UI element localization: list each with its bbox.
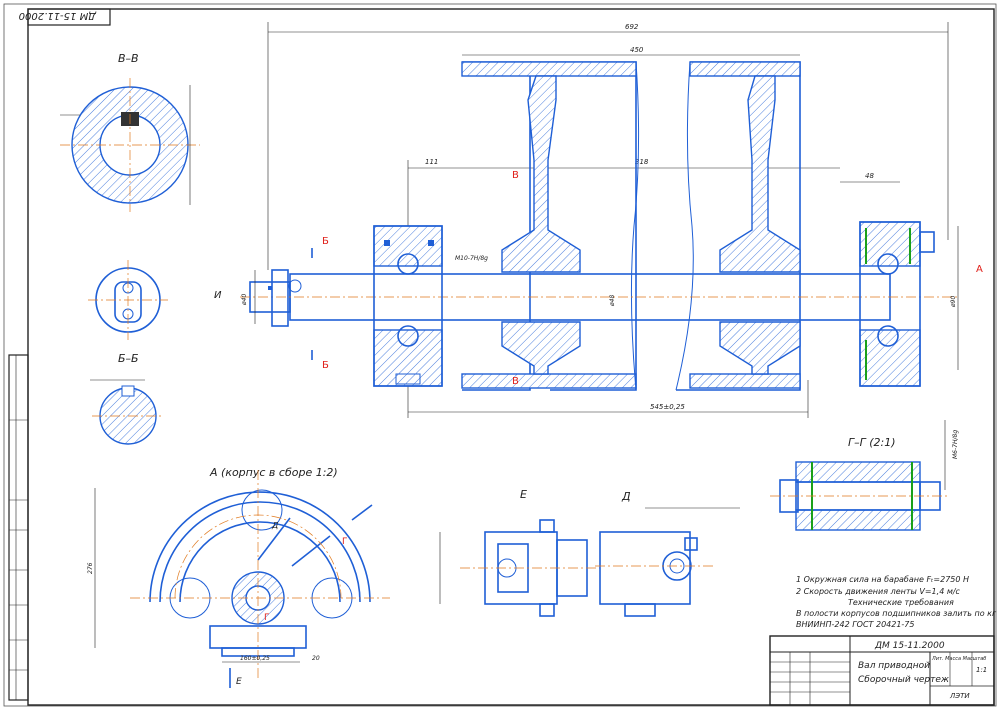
svg-text:Сборочный чертеж: Сборочный чертеж bbox=[858, 675, 950, 685]
notes: 1 Окружная сила на барабане Fₜ=2750 Н 2 … bbox=[796, 575, 997, 629]
view-d: Д bbox=[595, 490, 740, 617]
svg-text:В–В: В–В bbox=[118, 52, 139, 65]
svg-text:ЛЭТИ: ЛЭТИ bbox=[949, 692, 970, 700]
view-a: А (корпус в сборе 1:2) 276 160±0,25 20 Г… bbox=[87, 466, 390, 688]
svg-text:Д: Д bbox=[271, 521, 278, 530]
top-stamp: ДМ 15-11.2000 bbox=[19, 8, 111, 26]
svg-text:Вал приводной: Вал приводной bbox=[858, 661, 930, 671]
svg-text:В: В bbox=[512, 376, 519, 387]
svg-text:Е: Е bbox=[520, 488, 527, 501]
svg-text:ДМ 15-11.2000: ДМ 15-11.2000 bbox=[19, 10, 97, 21]
svg-text:Е: Е bbox=[236, 677, 242, 687]
svg-text:2 Скорость движения ленты V=: 2 Скорость движения ленты V=1,4 м/с bbox=[796, 587, 961, 596]
main-assembly: 692 450 111 318 48 545±0,25 bbox=[214, 22, 983, 418]
svg-text:В: В bbox=[512, 170, 519, 181]
svg-text:Г: Г bbox=[264, 613, 270, 623]
section-vv: В–В bbox=[60, 52, 200, 212]
svg-text:276: 276 bbox=[87, 562, 94, 574]
svg-text:450: 450 bbox=[630, 46, 644, 54]
svg-text:ДМ 15-11.2000: ДМ 15-11.2000 bbox=[874, 641, 945, 651]
svg-text:ø40: ø40 bbox=[241, 294, 248, 306]
svg-text:Г: Г bbox=[342, 537, 348, 547]
svg-text:Д: Д bbox=[621, 490, 631, 503]
svg-text:М10-7Н/8g: М10-7Н/8g bbox=[455, 255, 488, 262]
svg-text:В полости корпусов подшипников: В полости корпусов подшипников залить по… bbox=[796, 609, 997, 618]
svg-text:1:1: 1:1 bbox=[976, 666, 987, 674]
svg-text:ø48: ø48 bbox=[609, 295, 616, 307]
svg-text:Технические требования: Технические требования bbox=[848, 598, 954, 607]
svg-text:20: 20 bbox=[312, 655, 320, 662]
key-plate-view bbox=[88, 260, 168, 340]
view-e: Е bbox=[439, 488, 600, 617]
svg-text:Б: Б bbox=[322, 236, 329, 247]
svg-text:Лит. Масса Масштаб: Лит. Масса Масштаб bbox=[931, 656, 986, 662]
svg-text:692: 692 bbox=[625, 23, 639, 31]
svg-text:318: 318 bbox=[635, 158, 649, 166]
svg-text:545±0,25: 545±0,25 bbox=[650, 403, 685, 411]
svg-text:А (корпус в сборе 1:2): А (корпус в сборе 1:2) bbox=[209, 466, 338, 479]
svg-text:А: А bbox=[976, 264, 983, 275]
section-bb: Б–Б bbox=[90, 352, 164, 445]
outer-frame bbox=[3, 3, 997, 707]
side-table bbox=[8, 354, 29, 701]
svg-text:48: 48 bbox=[865, 172, 874, 180]
svg-text:Б–Б: Б–Б bbox=[118, 352, 139, 365]
svg-text:М6-7Н/8g: М6-7Н/8g bbox=[952, 430, 959, 459]
svg-text:И: И bbox=[214, 290, 222, 301]
svg-text:160±0,25: 160±0,25 bbox=[240, 655, 270, 662]
svg-text:111: 111 bbox=[425, 158, 438, 166]
title-block: ДМ 15-11.2000 Вал приводной Сборочный че… bbox=[769, 635, 995, 706]
svg-text:Б: Б bbox=[322, 360, 329, 371]
svg-text:ø90: ø90 bbox=[950, 296, 957, 308]
svg-text:Г–Г (2:1): Г–Г (2:1) bbox=[848, 436, 896, 449]
svg-text:ВНИИНП-242 ГОСТ 20421-75: ВНИИНП-242 ГОСТ 20421-75 bbox=[796, 620, 915, 629]
svg-text:1 Окружная сила на барабане: 1 Окружная сила на барабане Fₜ=2750 Н bbox=[796, 575, 969, 584]
section-gg: Г–Г (2:1) М6-7Н/8g bbox=[770, 420, 959, 531]
